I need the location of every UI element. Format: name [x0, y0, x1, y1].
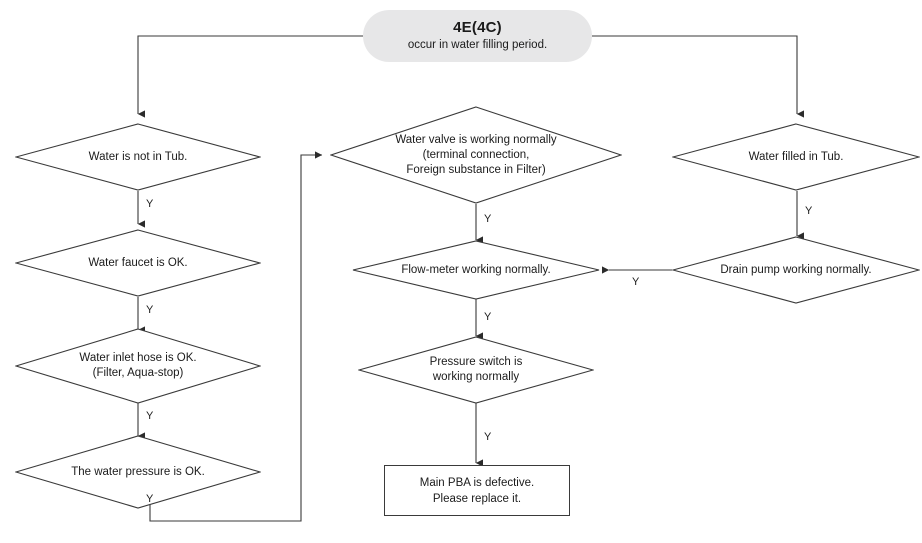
decision-drain-pump-normal: Drain pump working normally.	[672, 236, 920, 304]
decision-water-pressure-ok: The water pressure is OK.	[15, 435, 261, 509]
decision-water-filled-in-tub: Water filled in Tub.	[672, 123, 920, 191]
decision-label: Drain pump working normally.	[720, 263, 872, 276]
decision-water-valve-normal: Water valve is working normally (termina…	[330, 106, 622, 204]
edge-label-y-water-valve: Y	[484, 213, 492, 225]
start-node-description: occur in water filling period.	[407, 39, 548, 51]
decision-label: Water is not in Tub.	[88, 150, 188, 163]
decision-label: Water filled in Tub.	[748, 150, 844, 163]
edge-label-y-water-not-in-tub: Y	[146, 198, 154, 210]
edge-label-y-flow-meter: Y	[484, 311, 492, 323]
decision-water-not-in-tub: Water is not in Tub.	[15, 123, 261, 191]
decision-flow-meter-normal: Flow-meter working normally.	[352, 240, 600, 300]
start-node-code: 4E(4C)	[453, 19, 502, 36]
decision-label: Water valve is working normally (termina…	[395, 133, 557, 176]
edge-label-y-pressure-switch: Y	[484, 431, 492, 443]
edge-label-y-water-filled: Y	[805, 205, 813, 217]
result-label: Main PBA is defective. Please replace it…	[419, 476, 535, 505]
decision-label: Flow-meter working normally.	[401, 263, 551, 276]
edge-label-y-water-faucet: Y	[146, 304, 154, 316]
decision-pressure-switch-normal: Pressure switch is working normally	[358, 336, 594, 404]
edge-label-y-water-inlet-hose: Y	[146, 410, 154, 422]
result-main-pba-defective: Main PBA is defective. Please replace it…	[384, 465, 570, 516]
decision-label: Water faucet is OK.	[88, 256, 188, 269]
decision-label: The water pressure is OK.	[71, 465, 205, 478]
decision-label: Water inlet hose is OK. (Filter, Aqua-st…	[79, 352, 197, 379]
decision-water-faucet-ok: Water faucet is OK.	[15, 229, 261, 297]
edge-label-y-water-pressure: Y	[146, 493, 154, 505]
decision-label: Pressure switch is working normally	[429, 356, 523, 383]
edge-label-y-drain-pump: Y	[632, 276, 640, 288]
start-node-4e4c: 4E(4C) occur in water filling period.	[363, 10, 592, 62]
decision-water-inlet-hose-ok: Water inlet hose is OK. (Filter, Aqua-st…	[15, 328, 261, 404]
